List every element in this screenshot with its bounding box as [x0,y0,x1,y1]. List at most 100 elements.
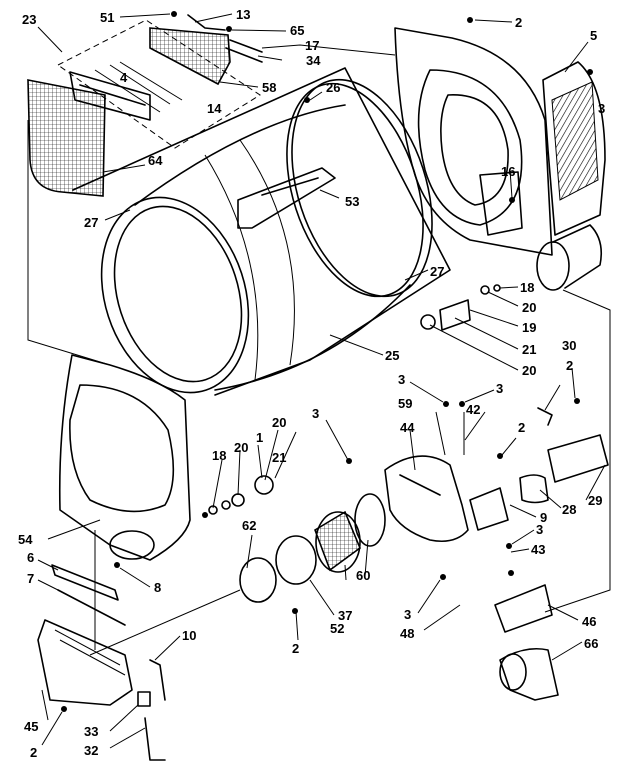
leader-line [295,611,299,641]
leader-line [119,13,171,18]
exhaust-elbow-66-opening [499,653,527,691]
blower-housing [384,455,469,543]
leader-line [429,324,519,371]
screw [459,401,465,407]
seal-ring-62 [239,557,277,603]
drum-body [134,104,411,391]
callout-30: 30 [562,338,576,353]
leader-line [109,727,146,749]
heater-shield [542,61,606,236]
leader-line [119,567,151,588]
leader-line [194,13,233,23]
screw [443,401,449,407]
exhaust-duct-29 [547,434,609,483]
callout-7: 7 [27,571,34,586]
leader-line [511,529,535,545]
callout-33: 33 [84,724,98,739]
leader-line [544,367,576,411]
leader-line [469,309,519,327]
callout-60: 60 [356,568,370,583]
front-bulkhead-opening [69,384,175,513]
callout-5: 5 [590,28,597,43]
leader-line [454,317,519,350]
callout-64: 64 [148,153,163,168]
callouts: 51 13 65 17 34 58 23 4 14 2 5 3 26 64 27… [18,7,606,760]
leader-line [319,189,340,199]
filter-bracket [187,14,263,63]
drum-front-rim-inner [113,205,243,383]
exhaust-elbow-66 [499,647,559,701]
callout-27: 27 [430,264,444,279]
leader-line [41,689,49,721]
leader-line [487,291,519,307]
rail-7 [57,589,126,626]
callout-18: 18 [212,448,226,463]
callout-28: 28 [562,502,576,517]
callout-37: 37 [338,608,352,623]
leader-line [417,579,441,614]
callout-21: 21 [522,342,536,357]
leader-line [547,604,579,621]
exhaust-coupling-28 [519,474,549,504]
callout-20: 20 [272,415,286,430]
leader-line [423,604,461,631]
callout-44: 44 [400,420,415,435]
blower-assembly [239,434,609,701]
leader-line [551,641,583,661]
belt-clip-30 [537,407,553,426]
drum-front-rim [100,196,250,394]
drum-baffle [237,167,336,229]
callout-2: 2 [30,745,37,760]
callout-43: 43 [531,542,545,557]
callout-26: 26 [326,80,340,95]
callout-20: 20 [522,363,536,378]
callout-3: 3 [536,522,543,537]
exhaust-elbow-46 [494,584,553,633]
callout-48: 48 [400,626,414,641]
callout-20: 20 [234,440,248,455]
callout-16: 16 [501,164,515,179]
callout-53: 53 [345,194,359,209]
callout-58: 58 [262,80,276,95]
heater-shield-hatch [551,81,599,201]
toe-strip-6 [51,564,119,601]
callout-59: 59 [398,396,412,411]
drum-rear-seal [291,78,433,298]
leader-line [585,464,606,501]
screw [304,97,310,103]
callout-34: 34 [306,53,321,68]
leader-line [154,635,181,661]
callout-46: 46 [582,614,596,629]
callout-65: 65 [290,23,304,38]
callout-2: 2 [515,15,522,30]
leader-line [212,429,297,509]
drum-roller-21 [420,314,436,330]
leader-line [231,29,287,32]
washer-21-front [231,493,245,507]
screw [440,574,446,580]
callout-6: 6 [27,550,34,565]
connector-10 [149,659,166,701]
exhaust-duct-outlet [536,241,570,291]
leader-line [404,269,429,281]
leader-line [104,209,131,221]
callout-62: 62 [242,518,256,533]
screw [508,570,514,576]
callout-27: 27 [84,215,98,230]
drum-support-parts [208,284,553,515]
rear-bulkhead-inner-ring [417,69,523,226]
callout-51: 51 [100,10,114,25]
callout-4: 4 [120,70,128,85]
callout-45: 45 [24,719,38,734]
leader-line [37,26,63,53]
leader-line [501,437,517,456]
leader-line [109,704,139,732]
callout-19: 19 [522,320,536,335]
rear-bulkhead-panel [394,27,553,256]
leader-line [464,411,486,441]
callout-17: 17 [305,38,319,53]
screw [61,706,67,712]
leader-line [309,579,335,616]
rear-bulkhead-drum-opening [440,94,509,206]
screw [574,398,580,404]
